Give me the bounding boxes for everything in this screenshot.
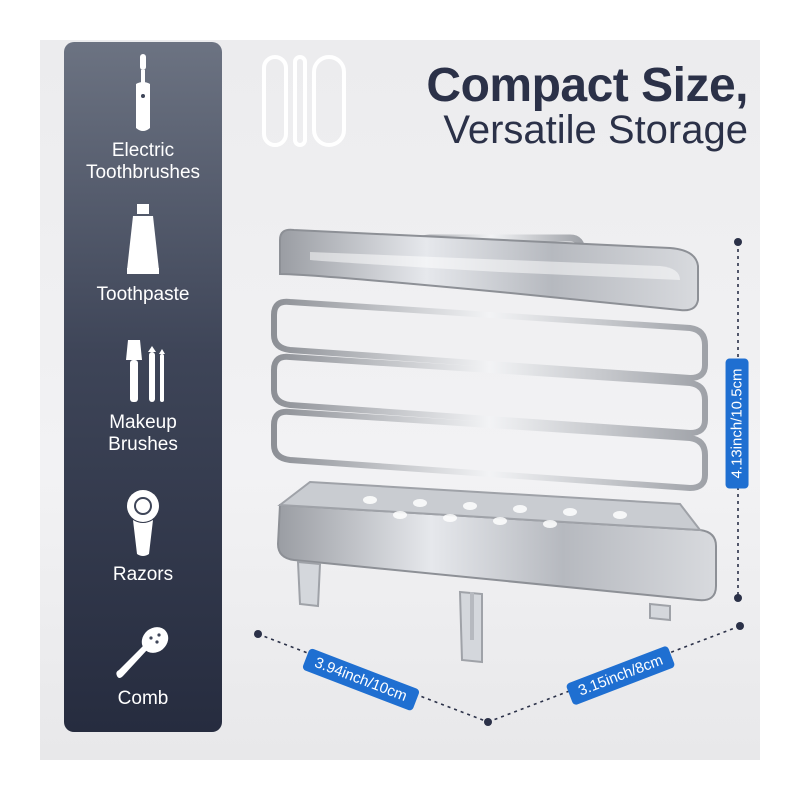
use-item-comb: Comb <box>64 622 222 710</box>
makeup-brushes-icon <box>126 340 165 402</box>
comb-icon <box>116 627 169 678</box>
use-item-toothpaste: Toothpaste <box>64 202 222 306</box>
brand-mark-icon <box>262 55 346 147</box>
toothpaste-icon <box>127 204 159 274</box>
height-dimension-badge: 4.13inch/10.5cm <box>725 358 749 489</box>
headline-subtitle: Versatile Storage <box>443 108 748 152</box>
use-label: Comb <box>117 688 169 709</box>
headline-title: Compact Size, <box>426 59 748 112</box>
use-label: Toothpaste <box>96 284 190 305</box>
product-holder-image <box>271 228 717 664</box>
razor-icon <box>127 490 159 556</box>
electric-toothbrush-icon <box>136 54 150 131</box>
uses-sidebar: Electric Toothbrushes Toothpaste Makeup … <box>64 42 222 732</box>
use-item-makeup-brushes: Makeup Brushes <box>64 338 222 456</box>
use-label: Electric Toothbrushes <box>85 140 201 183</box>
use-label: Makeup Brushes <box>108 412 178 455</box>
use-item-razors: Razors <box>64 488 222 586</box>
use-item-electric-toothbrushes: Electric Toothbrushes <box>64 54 222 184</box>
use-label: Razors <box>112 564 174 585</box>
